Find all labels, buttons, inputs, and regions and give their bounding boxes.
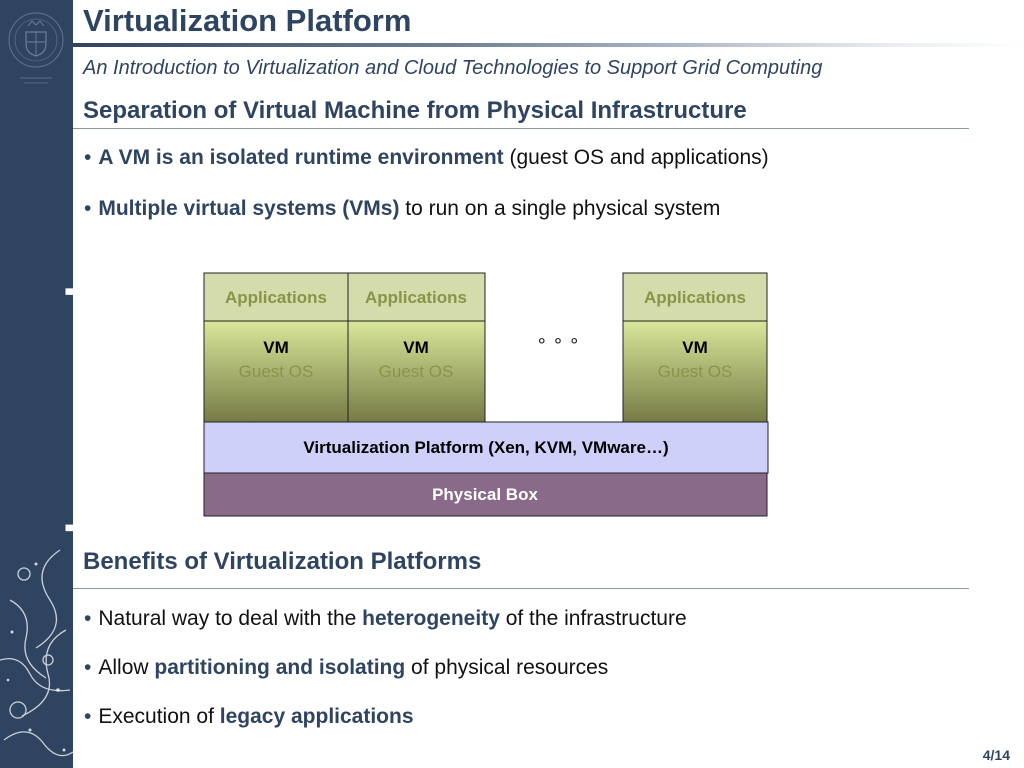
- bullet-marker: •: [84, 607, 92, 630]
- section-rule: [73, 128, 969, 129]
- vm-label: VM: [403, 338, 429, 357]
- decorative-swirl: [0, 549, 73, 757]
- bullet-marker: •: [84, 197, 92, 220]
- vm-stack-2: Applications VM Guest OS: [347, 272, 486, 423]
- vm-box: [347, 320, 486, 423]
- bullet-marker: •: [84, 705, 92, 728]
- bullet-heterogeneity: •Natural way to deal with the heterogene…: [84, 607, 687, 630]
- section-heading-separation: Separation of Virtual Machine from Physi…: [83, 97, 747, 124]
- vm-label: VM: [263, 338, 289, 357]
- guest-os-label: Guest OS: [379, 362, 454, 381]
- section-rule: [73, 588, 969, 589]
- page-number: 4/14: [982, 747, 1010, 763]
- bullet-isolated-runtime: •A VM is an isolated runtime environment…: [84, 146, 769, 169]
- bullet-marker: •: [84, 656, 92, 679]
- bullet-marker: •: [84, 146, 92, 169]
- sidebar: dsa-research.org: [0, 0, 73, 768]
- vm-box: [203, 320, 349, 423]
- vm-stack-1: Applications VM Guest OS: [203, 272, 349, 423]
- bullet-legacy: •Execution of legacy applications: [84, 705, 414, 728]
- applications-box: [347, 272, 486, 322]
- bullet-partitioning: •Allow partitioning and isolating of phy…: [84, 656, 609, 679]
- applications-box: [622, 272, 768, 322]
- bullet-multiple-vms: •Multiple virtual systems (VMs) to run o…: [84, 197, 721, 220]
- platform-box: [203, 421, 769, 474]
- vm-stack-3: Applications VM Guest OS: [622, 272, 768, 423]
- platform-label: Virtualization Platform (Xen, KVM, VMwar…: [303, 438, 668, 457]
- vm-box: [622, 320, 768, 423]
- guest-os-label: Guest OS: [239, 362, 314, 381]
- slide-subtitle: An Introduction to Virtualization and Cl…: [83, 57, 823, 79]
- applications-label: Applications: [644, 288, 746, 307]
- title-rule: [73, 43, 1024, 47]
- virtualization-platform-layer: Virtualization Platform (Xen, KVM, VMwar…: [203, 421, 769, 474]
- ellipsis: ∘ ∘ ∘: [536, 330, 580, 350]
- section-heading-benefits: Benefits of Virtualization Platforms: [83, 548, 482, 575]
- university-seal-icon: [8, 12, 64, 84]
- physical-label: Physical Box: [432, 485, 538, 504]
- physical-box: [203, 472, 768, 517]
- physical-box-layer: Physical Box: [203, 472, 768, 517]
- applications-label: Applications: [365, 288, 467, 307]
- vm-label: VM: [682, 338, 708, 357]
- applications-label: Applications: [225, 288, 327, 307]
- guest-os-label: Guest OS: [658, 362, 733, 381]
- slide-title: Virtualization Platform: [83, 3, 412, 38]
